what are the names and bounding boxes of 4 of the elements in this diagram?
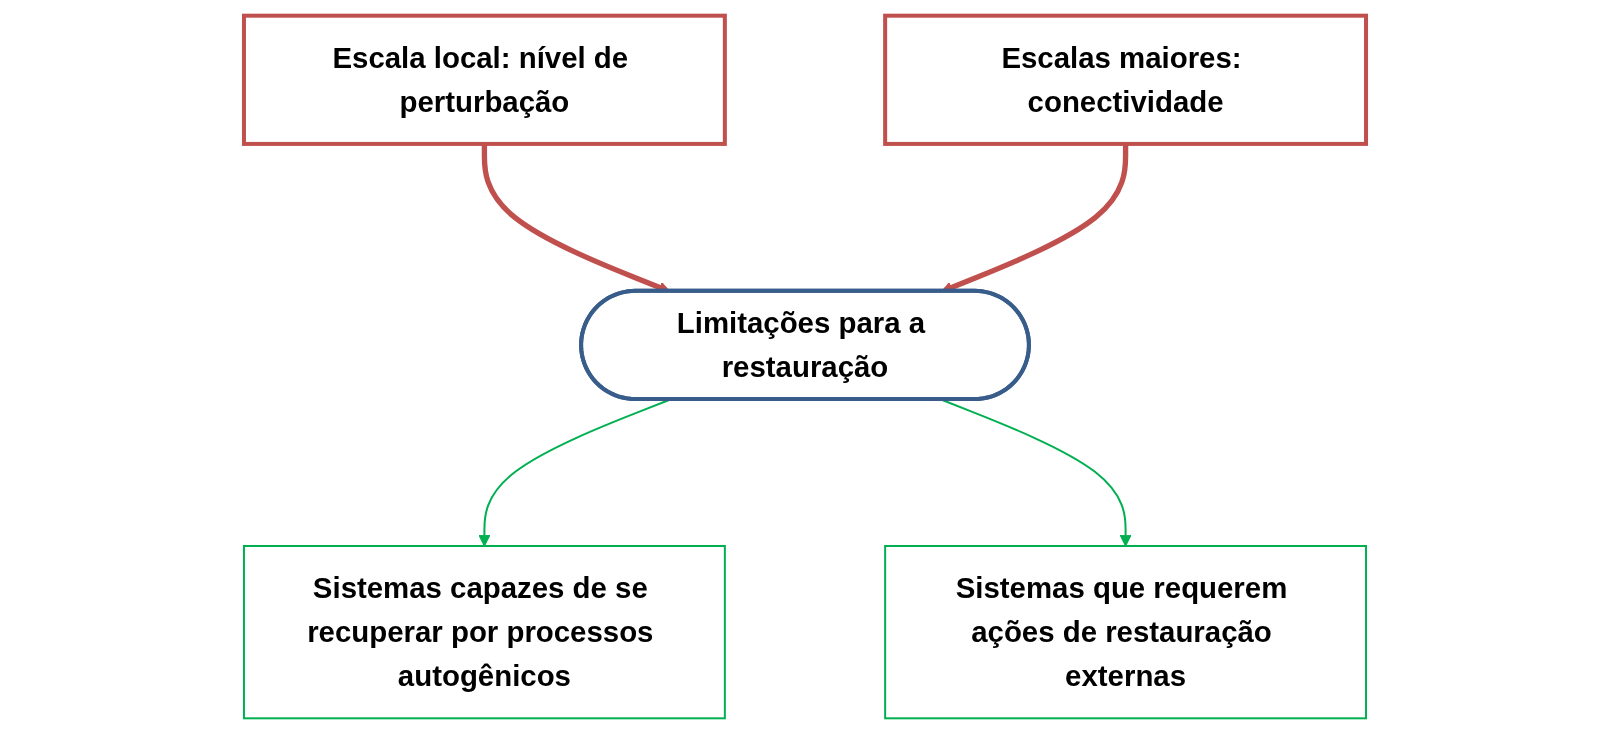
- node-box: Sistemas capazes de se recuperar por processos autogênicos: [242, 545, 726, 720]
- node-box: Escalas maiores: conectividade: [883, 13, 1369, 146]
- node-box: Escala local: nível de perturbação: [241, 13, 727, 146]
- node-box: Sistemas que requerem ações de restauração externas: [884, 545, 1368, 720]
